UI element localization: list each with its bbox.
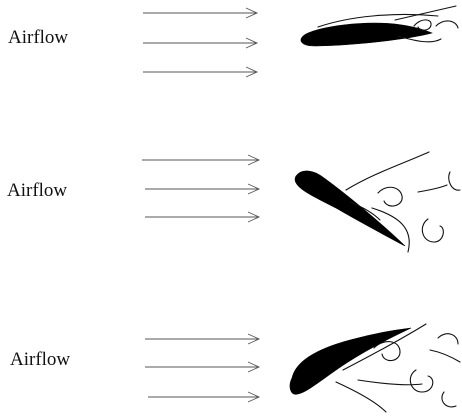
streamline [346,152,429,190]
vortex-swirl [449,172,460,190]
panel-2 [142,152,460,252]
airfoil-shape [295,171,405,246]
panel-1-arrows [143,8,257,77]
vortex-swirl [422,219,443,242]
airflow-arrow [145,334,259,344]
vortex-swirl [410,370,432,392]
streamline [395,6,456,20]
vortex-swirl [436,21,458,28]
airflow-arrow [145,362,259,372]
airflow-arrow [145,184,259,194]
panel-1 [143,6,458,77]
vortex-swirl [438,334,458,344]
panel-3-arrows [145,334,259,402]
airflow-arrow [142,155,259,165]
panel-2-arrows [142,155,259,222]
airflow-arrow [143,38,257,48]
airflow-arrow [143,67,257,77]
vortex-swirl [442,392,456,407]
airflow-arrow [148,392,259,402]
airflow-arrow [145,212,259,222]
panel-3 [145,324,460,412]
streamline [358,380,422,385]
streamline [336,382,386,412]
vortex-swirl [378,187,402,206]
streamline [430,350,460,362]
streamline [418,185,447,192]
airflow-arrow [143,8,257,18]
